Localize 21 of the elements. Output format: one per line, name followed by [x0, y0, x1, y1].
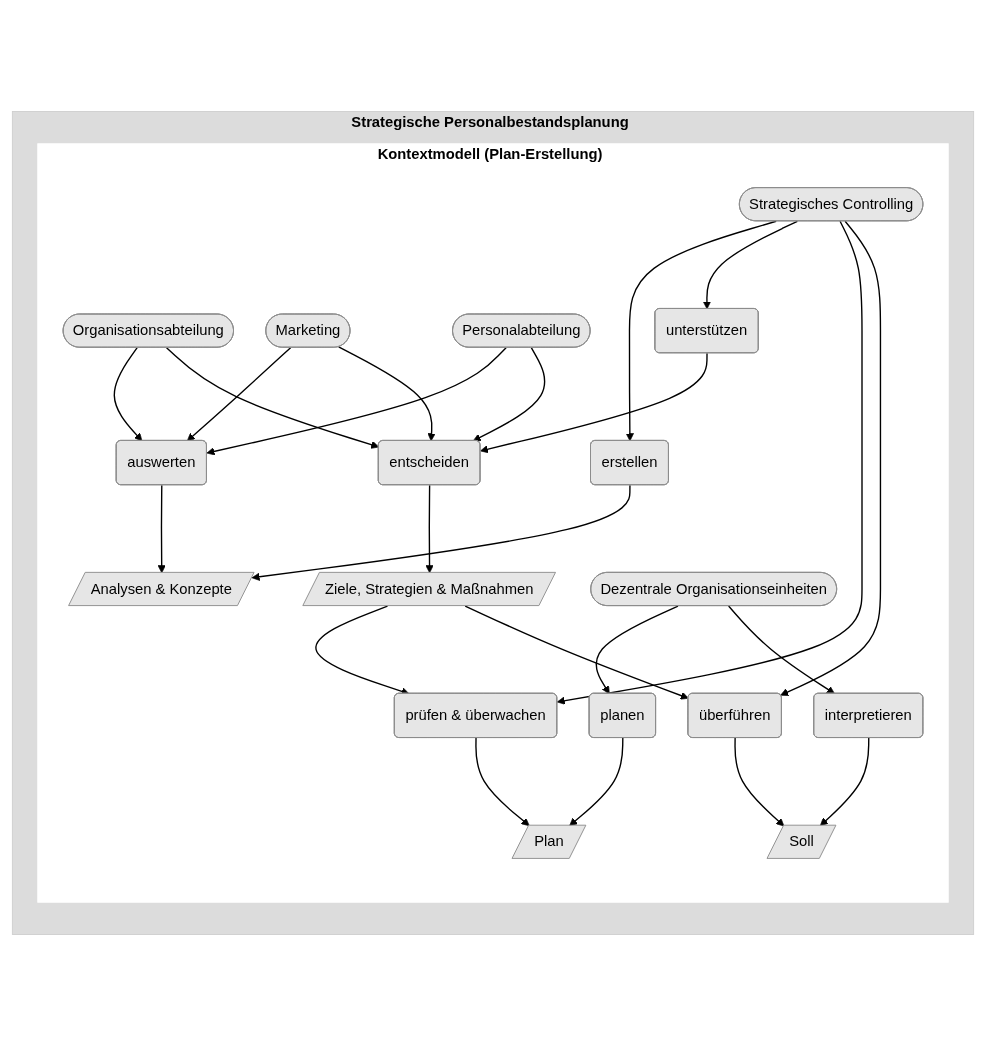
arrow [251, 484, 631, 581]
arrow [734, 737, 785, 827]
arrow [165, 347, 380, 449]
arrow [819, 737, 870, 826]
arrow [337, 346, 436, 442]
arrow [186, 347, 292, 442]
arrow [157, 484, 166, 574]
arrow [556, 220, 863, 705]
arrow [702, 220, 799, 310]
arrow [595, 605, 679, 695]
arrow [569, 737, 624, 826]
arrow [425, 484, 434, 574]
arrow [780, 220, 882, 696]
arrow [113, 347, 143, 442]
arrow [625, 220, 777, 442]
arrow [464, 605, 689, 700]
arrow [480, 352, 708, 454]
arrow [472, 347, 546, 442]
arrow [206, 347, 507, 456]
arrow [475, 737, 530, 826]
arrow [727, 605, 835, 695]
